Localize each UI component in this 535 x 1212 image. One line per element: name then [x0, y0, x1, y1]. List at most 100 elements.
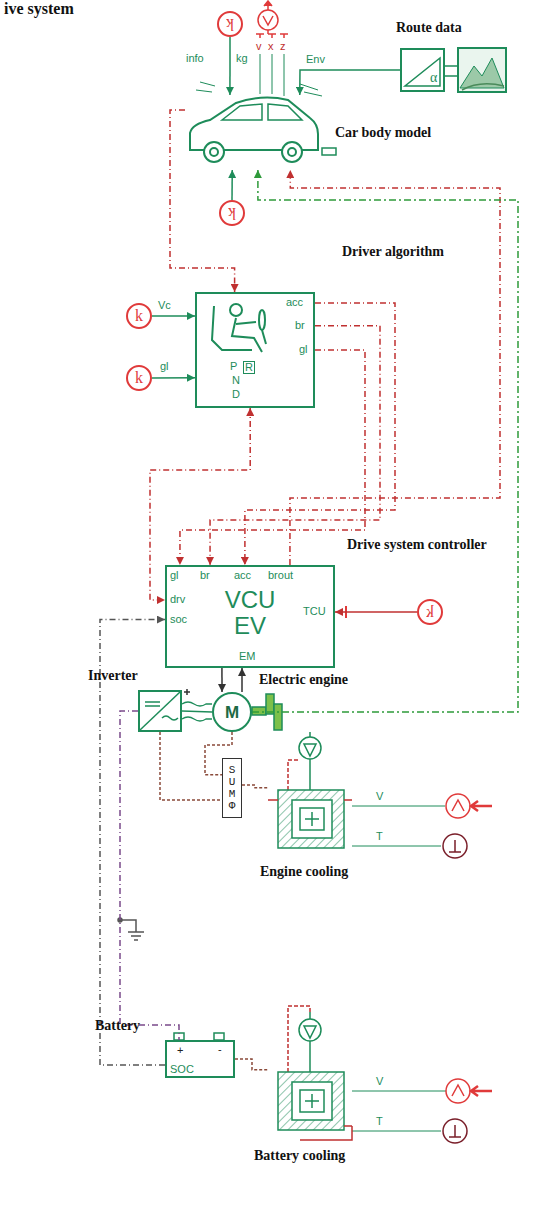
route-data-block: Route data	[400, 48, 445, 92]
engine-heat-exchanger-part	[278, 790, 344, 848]
diagram-title: ive system	[4, 0, 74, 18]
speed-sensor-part	[264, 1, 272, 10]
driver-icon	[212, 304, 266, 352]
route-icons-part	[405, 58, 440, 86]
speed-sensor-part	[258, 10, 278, 30]
signal-connector	[242, 785, 268, 788]
gear-letter: R	[243, 361, 255, 374]
signal-connector	[245, 303, 395, 565]
engine-pump-part	[309, 759, 311, 790]
port-name: Vc	[158, 299, 171, 312]
port-name: br	[295, 319, 305, 332]
signal-connector	[300, 70, 400, 95]
constant-source: k	[126, 365, 152, 391]
engine-heat-exchanger-part	[292, 800, 332, 838]
engine-flow-sources-part	[471, 801, 492, 811]
port-name: gl	[170, 569, 179, 582]
constant-source: k	[219, 200, 245, 226]
route-icons-part	[462, 84, 504, 90]
battery-pump-part	[304, 1012, 316, 1038]
battery-terminals-part	[214, 1033, 224, 1040]
engine-pump-part	[304, 732, 316, 756]
signal-connector	[120, 711, 179, 1040]
sensor-wires	[260, 54, 284, 96]
battery-flow-sources-part	[471, 1086, 492, 1096]
speed-sensor-part	[267, 30, 269, 34]
route-icons-part	[458, 48, 506, 92]
block-text: M	[225, 704, 239, 721]
car-illustration-part	[322, 148, 336, 155]
speed-sensor-part	[256, 34, 288, 38]
block-text: k	[226, 16, 234, 32]
battery-heat-exchanger	[278, 1072, 446, 1140]
block-heading: Engine cooling	[260, 864, 348, 880]
inverter-symbol	[140, 689, 190, 730]
gear-letter: P	[230, 360, 237, 373]
block-heading: Inverter	[88, 668, 138, 684]
constant-source: k	[417, 599, 443, 625]
inverter-symbol-part	[162, 716, 178, 720]
constant-source: k	[126, 303, 152, 329]
engine-flow-sources-part	[443, 834, 467, 858]
gearbox-part	[274, 704, 282, 730]
gear-letter: N	[232, 374, 240, 387]
block-heading: Driver algorithm	[342, 244, 444, 260]
sum-block: SUM Φ	[222, 758, 242, 818]
route-icons	[405, 48, 506, 92]
car-illustration-part	[210, 148, 218, 156]
port-name: V	[376, 790, 383, 803]
engine-heat-exchanger	[268, 790, 445, 848]
signal-connector	[180, 350, 365, 565]
port-name: br	[200, 569, 210, 582]
port-name: SOC	[170, 1063, 194, 1076]
block-heading: Drive system controller	[347, 537, 487, 553]
gearbox-part	[252, 707, 266, 715]
port-name: soc	[170, 613, 187, 626]
car-body-model: Car body model	[185, 95, 320, 170]
battery-flow-sources-part	[449, 1125, 461, 1137]
port-name: acc	[286, 296, 303, 309]
battery-flow-sources-part	[452, 1085, 464, 1096]
signal-connector	[235, 1059, 268, 1070]
block-text: k	[228, 205, 236, 221]
battery-terminals	[174, 1033, 224, 1040]
inverter-symbol-part	[140, 692, 180, 730]
port-name: V	[376, 1075, 383, 1088]
battery-pump-part	[288, 1006, 310, 1072]
engine-pump-part	[288, 760, 299, 790]
gearbox-part	[266, 694, 274, 714]
block-heading: Car body model	[335, 125, 431, 141]
inverter-block: Inverter	[138, 690, 182, 732]
inverter-symbol-part	[184, 689, 190, 695]
port-name: gl	[299, 343, 308, 356]
car-illustration-part	[196, 82, 322, 96]
signal-name: x	[268, 40, 274, 53]
signal-name: z	[280, 40, 286, 53]
block-text: SUM Φ	[227, 764, 238, 812]
unit-label: kg	[236, 52, 248, 65]
driver-icon-part	[232, 318, 262, 352]
port-name: EM	[239, 650, 256, 663]
signal-connector	[231, 170, 233, 200]
block-text: k	[426, 604, 434, 620]
ac-wires-part	[182, 717, 212, 721]
engine-cooling: Engine cooling	[268, 780, 352, 858]
battery-cooling: Battery cooling	[268, 1062, 352, 1140]
signal-connector	[152, 315, 195, 317]
block-heading: Electric engine	[259, 672, 348, 688]
battery-heat-exchanger-part	[278, 1072, 344, 1130]
signal-connector	[229, 37, 231, 95]
car-illustration-part	[222, 104, 302, 120]
port-name: brout	[268, 569, 293, 582]
port-name: drv	[170, 593, 185, 606]
battery-heat-exchanger-part	[300, 1126, 352, 1140]
signal-connector	[221, 668, 223, 692]
speed-sensor-part	[263, 16, 273, 25]
signal-connector	[210, 326, 380, 565]
constant-source: k	[217, 11, 243, 37]
port-name: T	[376, 1115, 383, 1128]
block-heading: Battery cooling	[254, 1148, 345, 1164]
battery-flow-sources-part	[446, 1079, 470, 1103]
port-name: acc	[234, 569, 251, 582]
